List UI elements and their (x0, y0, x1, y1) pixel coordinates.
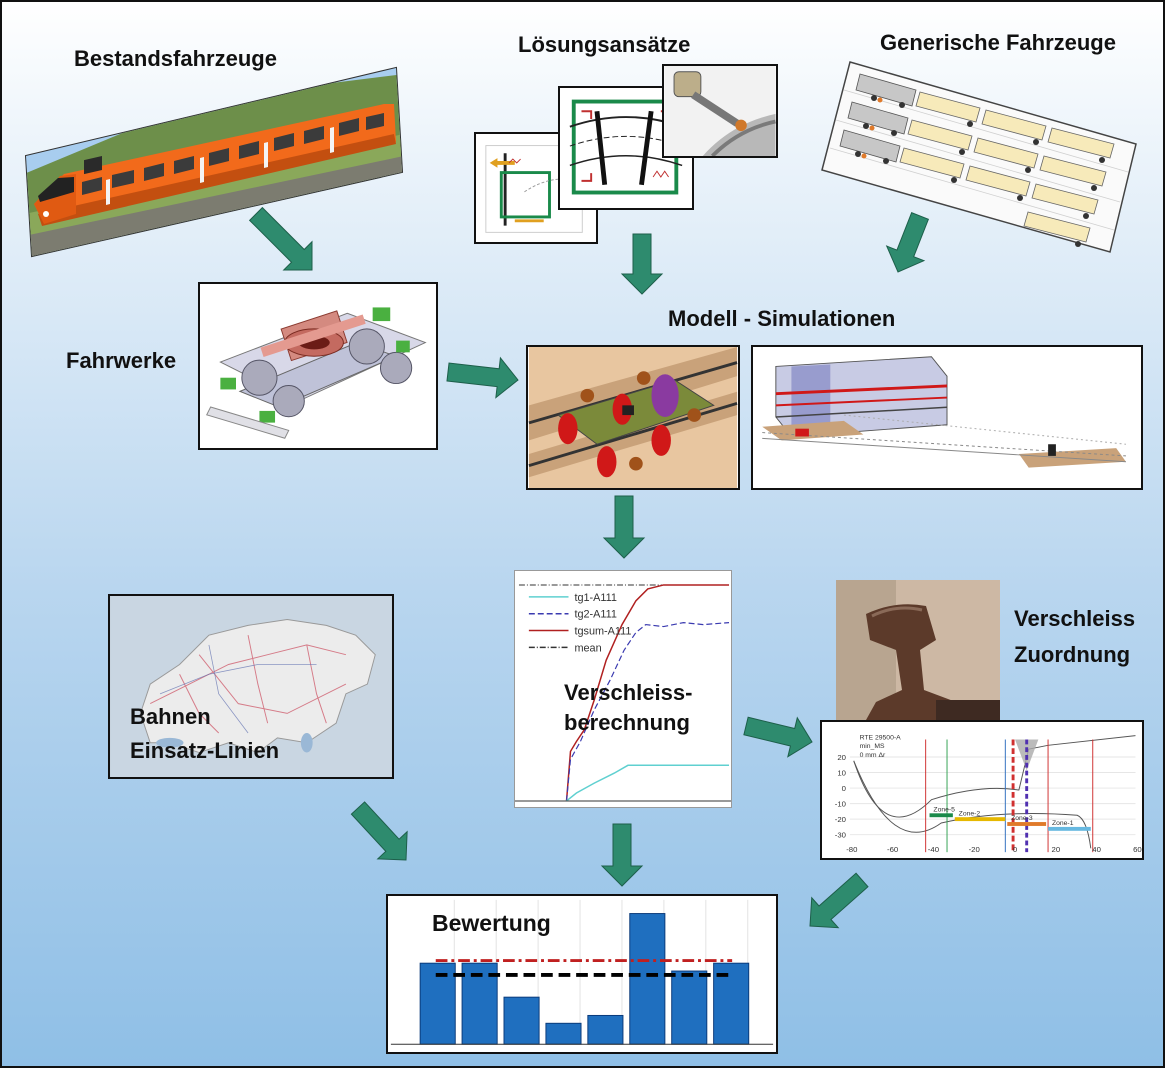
zone-ytick-3: -10 (835, 800, 847, 809)
zone-xtick-7: 60 (1133, 845, 1142, 854)
label-einsatz-linien: Einsatz-Linien (130, 738, 280, 763)
label-bewertung: Bewertung (432, 910, 551, 936)
label-bestandsfahrzeuge: Bestandsfahrzeuge (74, 46, 277, 71)
arrow-wear-to-bewertung (600, 823, 644, 887)
zone-bar-0 (929, 813, 953, 818)
legend-label-3: mean (574, 642, 601, 654)
bewertung-bar-5 (629, 913, 666, 1045)
solution-sketch-2 (558, 86, 694, 210)
solution-sketch-1 (474, 132, 598, 244)
legend-label-1: tg2-A111 (574, 609, 617, 621)
arrow-zone-to-bewertung (809, 872, 869, 929)
bewertung-bar-2 (503, 996, 540, 1045)
arrow-map-to-bewertung (350, 801, 408, 861)
train-photo (24, 64, 404, 260)
arrow-train-to-bogie (248, 206, 313, 271)
label-verschleiss-zuordnung-2: Zuordnung (1014, 642, 1131, 667)
zone-xtick-3: -20 (969, 845, 981, 854)
solution-photo-3 (662, 64, 778, 158)
zone-header-2: 0 mm Δr (860, 752, 886, 759)
bewertung-bar-4 (587, 1014, 624, 1045)
arrow-wear-to-zone (743, 716, 813, 758)
zone-bar-2 (1007, 822, 1047, 826)
zone-header-1: min_MS (860, 743, 885, 750)
zone-xtick-1: -60 (887, 845, 899, 854)
zone-ytick-4: -20 (835, 815, 847, 824)
bewertung-chart (386, 894, 778, 1054)
zone-label-2: Zone-3 (1011, 815, 1033, 822)
zone-bar-1 (954, 817, 1006, 822)
zone-xtick-5: 20 (1052, 845, 1061, 854)
label-modell-simulationen: Modell - Simulationen (668, 306, 896, 331)
arrow-solutions-to-sim (620, 233, 664, 295)
zone-header-0: RTE 29500-A (860, 734, 902, 741)
label-verschleiss-zuordnung-1: Verschleiss (1014, 606, 1136, 631)
zone-xtick-4: 0 (1013, 845, 1018, 854)
zone-xtick-6: 40 (1092, 845, 1101, 854)
zone-ytick-5: -30 (835, 831, 847, 840)
label-berechnung: berechnung (564, 710, 690, 735)
zone-xtick-0: -80 (846, 845, 858, 854)
legend-label-2: tgsum-A111 (574, 626, 631, 638)
arrow-sim-to-wear (602, 495, 646, 559)
simulation-bogie-panel (526, 345, 740, 490)
zone-xtick-2: -40 (928, 845, 940, 854)
zone-ytick-0: 20 (837, 753, 846, 762)
zone-assignment-plot: RTE 29500-A min_MS 0 mm Δr 20 10 0 -10 -20 -30 -8… (820, 720, 1144, 860)
zone-ytick-2: 0 (842, 784, 847, 793)
arrow-bogie-to-sim (446, 356, 519, 399)
wear-calculation-plot: tg1-A111 tg2-A111 tgsum-A111 mean (514, 570, 732, 808)
bewertung-bar-6 (671, 970, 708, 1045)
switzerland-map-panel (108, 594, 394, 779)
zone-bar-3 (1048, 826, 1091, 831)
zone-label-1: Zone-2 (959, 810, 981, 817)
arrow-generic-to-sim (885, 212, 930, 273)
legend-label-0: tg1-A111 (574, 592, 617, 604)
generic-vehicles-image (820, 60, 1138, 254)
label-loesungsansaetze: Lösungsansätze (518, 32, 691, 57)
label-bahnen: Bahnen (130, 704, 211, 729)
zone-label-0: Zone-5 (933, 806, 955, 813)
zone-ytick-1: 10 (837, 768, 846, 777)
rail-photo (836, 580, 1000, 720)
label-verschleiss: Verschleiss- (564, 680, 693, 705)
zone-label-3: Zone-1 (1052, 820, 1074, 827)
label-fahrwerke: Fahrwerke (66, 348, 177, 373)
bogie-cad-panel (198, 282, 438, 450)
label-generische-fahrzeuge: Generische Fahrzeuge (880, 30, 1116, 55)
simulation-vehicle-panel (751, 345, 1143, 490)
